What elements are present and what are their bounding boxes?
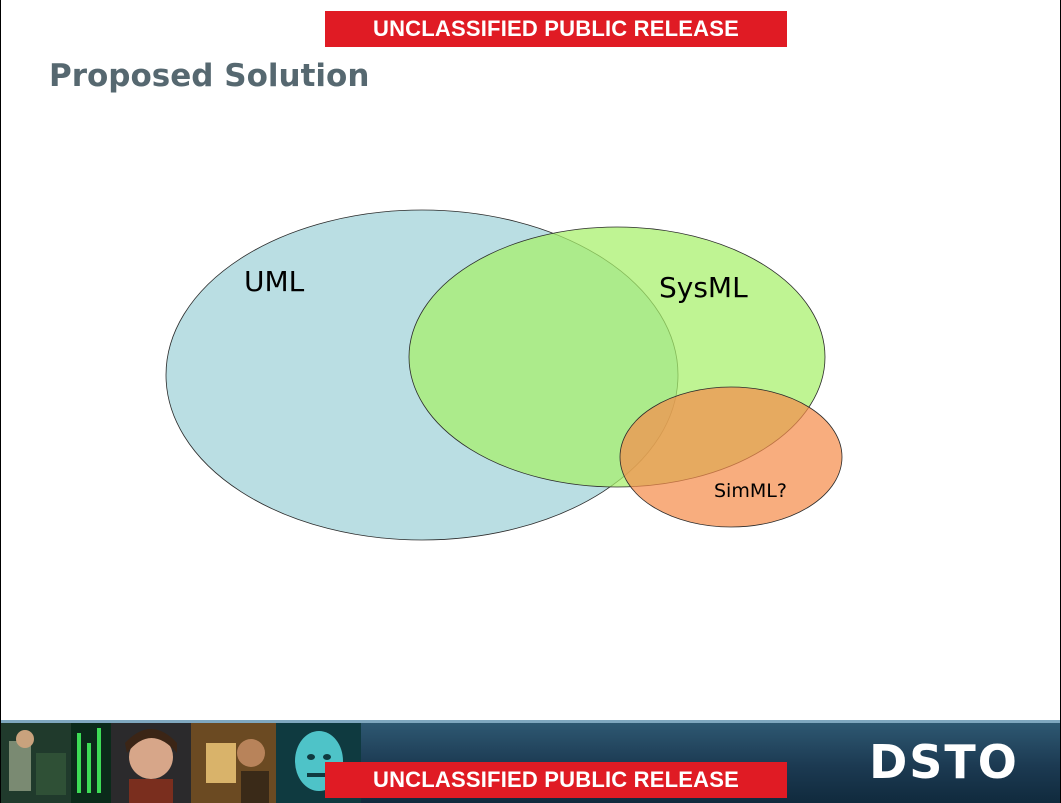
venn-diagram: UML SysML SimML? bbox=[165, 209, 843, 541]
footer-divider bbox=[1, 720, 1060, 723]
uml-label: UML bbox=[244, 265, 305, 298]
dsto-logo: DSTO bbox=[869, 735, 1019, 789]
classification-banner-top: UNCLASSIFIED PUBLIC RELEASE bbox=[325, 11, 787, 47]
simml-set-ellipse bbox=[619, 386, 843, 528]
slide-title: Proposed Solution bbox=[49, 58, 370, 94]
footer-photo-collage bbox=[1, 723, 361, 803]
sysml-label: SysML bbox=[659, 271, 748, 304]
classification-banner-bottom: UNCLASSIFIED PUBLIC RELEASE bbox=[325, 762, 787, 798]
simml-label: SimML? bbox=[714, 480, 787, 502]
footer-band: DSTO bbox=[1, 720, 1060, 803]
dsto-logo-text: DSTO bbox=[869, 735, 1019, 789]
